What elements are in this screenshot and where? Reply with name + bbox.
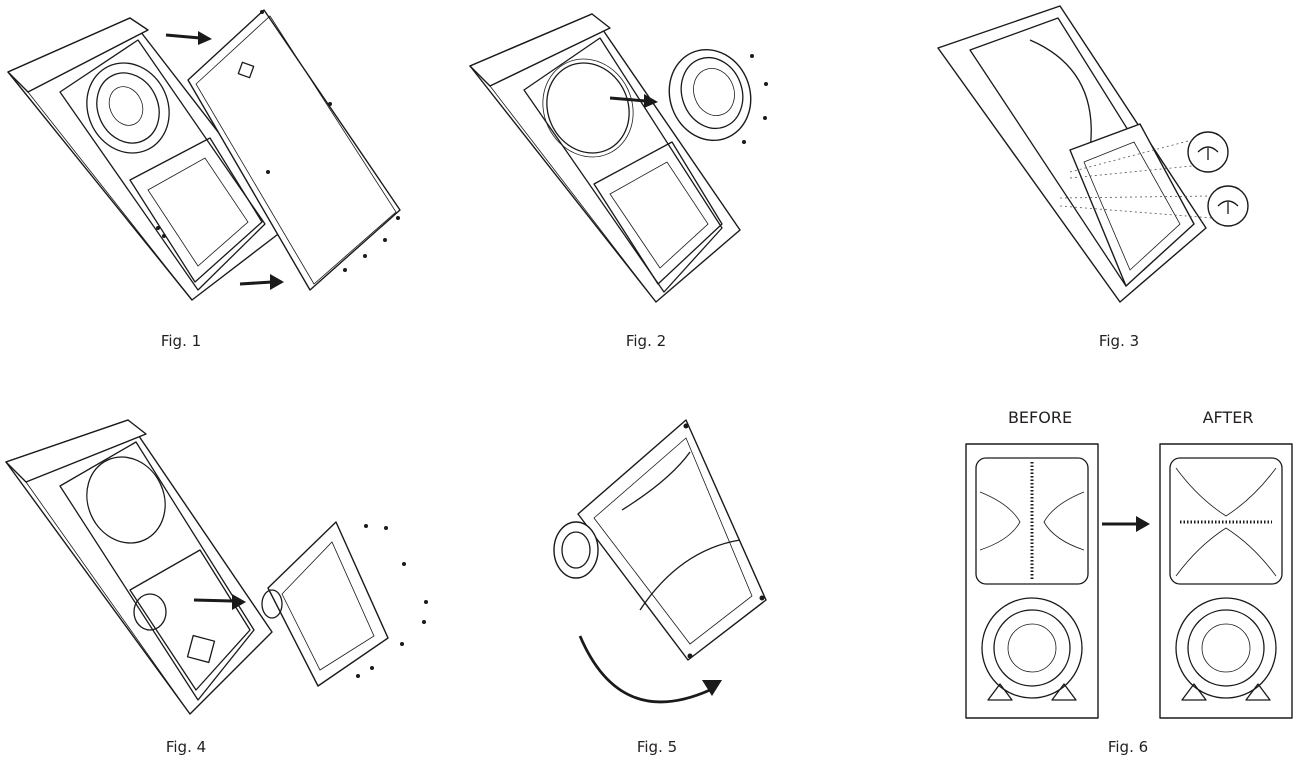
before-label: BEFORE [1007, 408, 1073, 427]
fig2-drawing [469, 13, 768, 303]
woofer-opening [86, 456, 166, 544]
speaker-cabinet [469, 13, 741, 303]
horn [1069, 123, 1195, 287]
fig6-drawing [965, 443, 1293, 719]
fig6-caption: Fig. 6 [1107, 738, 1149, 756]
speaker-after [1159, 443, 1293, 719]
woofer [86, 62, 170, 154]
figure-3: Fig. 3 [930, 0, 1270, 360]
horn-cavity [129, 549, 251, 691]
figure-2: Fig. 2 [460, 0, 820, 360]
arrow-right-top [165, 31, 212, 45]
figure-4: Fig. 4 [0, 400, 440, 761]
figure-5: Fig. 5 [540, 400, 800, 761]
horn-rotating [553, 419, 767, 661]
fig5-caption: Fig. 5 [636, 738, 678, 756]
fig3-caption: Fig. 3 [1098, 332, 1140, 350]
fig3-drawing [937, 5, 1249, 303]
fig4-caption: Fig. 4 [165, 738, 207, 756]
rotation-arrow [578, 635, 722, 704]
arrow-right [193, 594, 246, 610]
speaker-cabinet [7, 17, 291, 301]
fig1-caption: Fig. 1 [160, 332, 202, 350]
woofer-opening [542, 58, 634, 158]
after-label: AFTER [1202, 408, 1254, 427]
horn [593, 141, 723, 285]
front-grille [187, 9, 401, 291]
fig5-drawing [553, 419, 767, 704]
fig4-drawing [5, 419, 428, 715]
arrow-right [609, 94, 658, 108]
horn-removed [261, 521, 428, 687]
horn [129, 137, 263, 283]
woofer-removed [668, 48, 768, 144]
arrow-right [1102, 516, 1150, 532]
speaker-cabinet [5, 419, 273, 715]
figure-1: Fig. 1 [0, 0, 420, 360]
arrow-right-bottom [239, 274, 284, 290]
figure-6: BEFORE AFTER Fig. 6 [950, 400, 1297, 761]
dotted-leaders [1059, 139, 1213, 219]
wingnut-1 [1187, 131, 1229, 173]
fig2-caption: Fig. 2 [625, 332, 667, 350]
wingnut-2 [1207, 185, 1249, 227]
speaker-before [965, 443, 1099, 719]
fig1-drawing [7, 9, 401, 301]
